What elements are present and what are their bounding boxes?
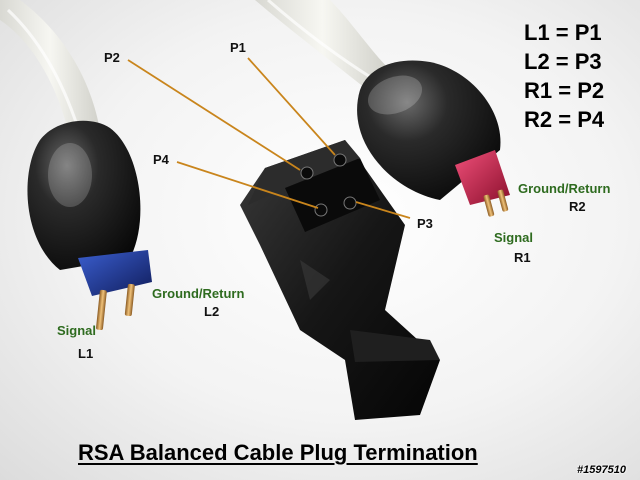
socket-hole-p1 xyxy=(333,153,347,167)
left-plug xyxy=(27,120,152,331)
left-signal-channel: L1 xyxy=(78,346,94,361)
label-p3: P3 xyxy=(417,216,433,231)
left-insulator xyxy=(78,250,152,296)
right-ground-label: Ground/Return xyxy=(518,181,611,196)
leader-line-p3 xyxy=(355,201,411,219)
leader-line-p1 xyxy=(247,57,336,156)
left-ground-channel: L2 xyxy=(204,304,220,319)
label-p2: P2 xyxy=(104,50,120,65)
right-insulator xyxy=(455,150,510,205)
left-ground-pin xyxy=(124,283,135,317)
right-signal-pin xyxy=(483,194,495,217)
leader-line-p4 xyxy=(176,161,319,209)
left-signal-label: Signal xyxy=(57,323,97,338)
right-signal-channel: R1 xyxy=(514,250,531,265)
right-cable xyxy=(255,0,390,92)
left-signal-pin xyxy=(96,289,107,331)
socket-body xyxy=(240,140,440,420)
left-cable xyxy=(0,0,100,130)
label-p1: P1 xyxy=(230,40,246,55)
right-signal-label: Signal xyxy=(494,230,534,245)
mapping-line: L1 = P1 xyxy=(524,20,602,45)
watermark: #1597510 xyxy=(577,464,626,476)
left-ground-label: Ground/Return xyxy=(152,286,245,301)
mapping-line: R2 = P4 xyxy=(524,107,605,132)
right-ground-pin xyxy=(497,189,509,212)
leader-lines xyxy=(127,57,411,219)
leader-line-p2 xyxy=(127,59,301,171)
mapping-line: L2 = P3 xyxy=(524,49,602,74)
socket-hole-p4 xyxy=(314,203,328,217)
mapping-line: R1 = P2 xyxy=(524,78,605,103)
right-plug xyxy=(357,60,510,217)
socket-hole-p2 xyxy=(300,166,314,180)
caption-title: RSA Balanced Cable Plug Termination xyxy=(78,440,478,465)
label-p4: P4 xyxy=(153,152,169,167)
pin-mapping-legend: L1 = P1 L2 = P3 R1 = P2 R2 = P4 xyxy=(524,18,636,134)
right-ground-channel: R2 xyxy=(569,199,586,214)
socket-hole-p3 xyxy=(343,196,357,210)
